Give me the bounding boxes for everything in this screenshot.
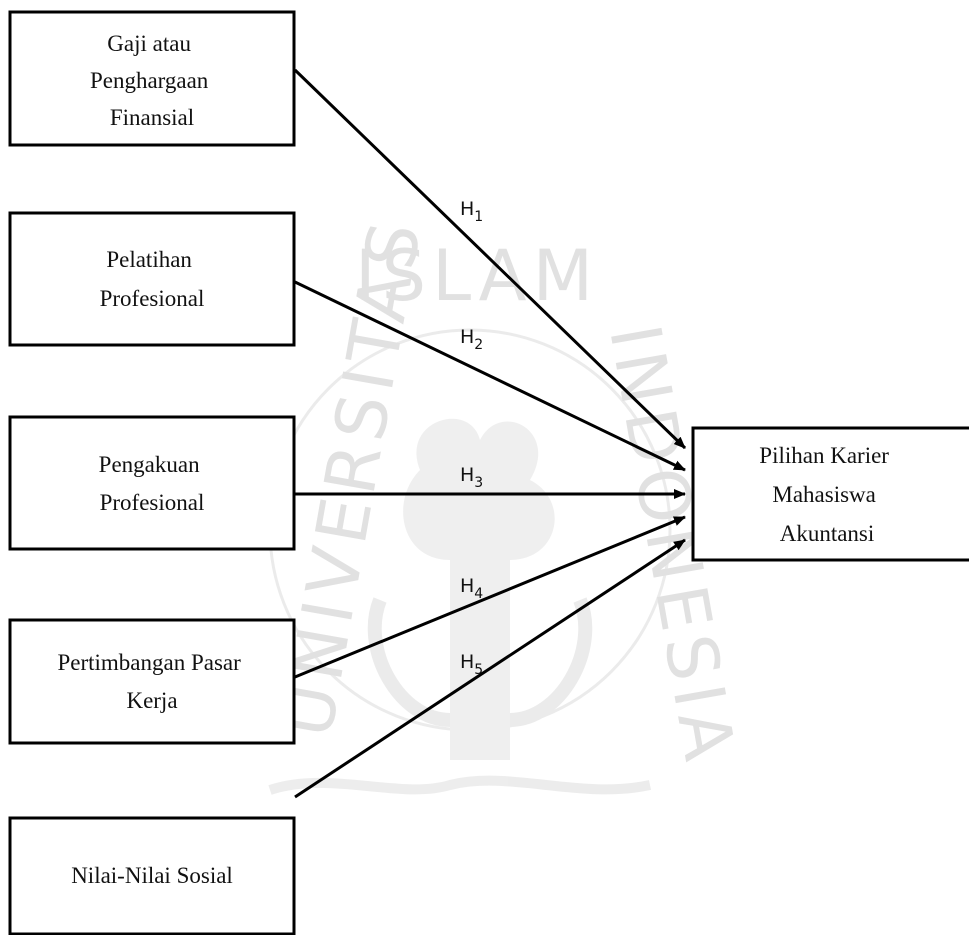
university-seal-watermark: ISLAM UNIVERSITAS INDONESIA bbox=[266, 211, 751, 795]
node-pasar-line-2: Kerja bbox=[126, 688, 177, 713]
svg-text:Pelatihan Profesional: Pelatihan Profesional bbox=[100, 247, 205, 311]
hypothesis-h5-sub: 5 bbox=[474, 662, 483, 678]
node-target-line-3: Akuntansi bbox=[780, 521, 875, 546]
node-pelatihan-line-1: Pelatihan bbox=[106, 247, 192, 272]
node-pengakuan-line-1: Pengakuan bbox=[99, 452, 200, 477]
svg-text:Pilihan Karier Mahasiswa: Pilihan Karier Mahasiswa Akuntansi bbox=[759, 443, 894, 546]
hypothesis-label-h2: H2 bbox=[460, 326, 483, 353]
node-pasar: Pertimbangan Pasar Kerja bbox=[8, 618, 296, 745]
svg-text:Pengakuan Profesional: Pengakuan Profesional bbox=[99, 452, 206, 515]
hypothesis-h4-sub: 4 bbox=[474, 586, 483, 602]
arrow-h5 bbox=[294, 538, 686, 799]
node-target-line-2: Mahasiswa bbox=[772, 482, 875, 507]
arrow-h4 bbox=[294, 515, 686, 679]
hypothesis-label-h3: H3 bbox=[460, 464, 483, 491]
arrow-h1 bbox=[293, 68, 687, 450]
node-pengakuan: Pengakuan Profesional bbox=[8, 415, 296, 551]
node-gaji-line-2: Penghargaan bbox=[90, 68, 209, 93]
node-pelatihan: Pelatihan Profesional bbox=[8, 211, 296, 347]
hypothesis-h4-main: H bbox=[460, 575, 474, 597]
node-target-line-1: Pilihan Karier bbox=[759, 443, 889, 468]
watermark-top-text: ISLAM bbox=[355, 235, 599, 317]
node-gaji: Gaji atau Penghargaan Finansial bbox=[8, 10, 296, 147]
node-pengakuan-line-2: Profesional bbox=[100, 490, 205, 515]
node-pelatihan-line-2: Profesional bbox=[100, 286, 205, 311]
node-gaji-line-3: Finansial bbox=[110, 105, 194, 130]
node-nilai-line-1: Nilai-Nilai Sosial bbox=[71, 863, 233, 888]
hypothesis-h1-main: H bbox=[460, 198, 474, 220]
hypothesis-h3-main: H bbox=[460, 464, 474, 486]
node-gaji-line-1: Gaji atau bbox=[107, 31, 191, 56]
hypothesis-label-h5: H5 bbox=[460, 651, 483, 678]
hypothesis-label-h4: H4 bbox=[460, 575, 483, 602]
node-target: Pilihan Karier Mahasiswa Akuntansi bbox=[691, 426, 969, 562]
svg-text:Pertimbangan Pasar Kerja: Pertimbangan Pasar Kerja bbox=[57, 650, 246, 713]
node-nilai: Nilai-Nilai Sosial bbox=[8, 816, 296, 935]
node-pasar-line-1: Pertimbangan Pasar bbox=[57, 650, 241, 675]
arrow-h2 bbox=[294, 280, 686, 472]
hypothesis-h3-sub: 3 bbox=[474, 475, 483, 491]
hypothesis-h5-main: H bbox=[460, 651, 474, 673]
svg-text:Gaji atau Penghargaan: Gaji atau Penghargaan Finansial bbox=[90, 31, 214, 130]
hypothesis-h2-main: H bbox=[460, 326, 474, 348]
svg-text:Nilai-Nilai Sosial: Nilai-Nilai Sosial bbox=[71, 863, 233, 888]
hypothesis-label-h1: H1 bbox=[460, 198, 483, 225]
hypothesis-h1-sub: 1 bbox=[474, 209, 483, 225]
hypothesis-h2-sub: 2 bbox=[474, 337, 483, 353]
